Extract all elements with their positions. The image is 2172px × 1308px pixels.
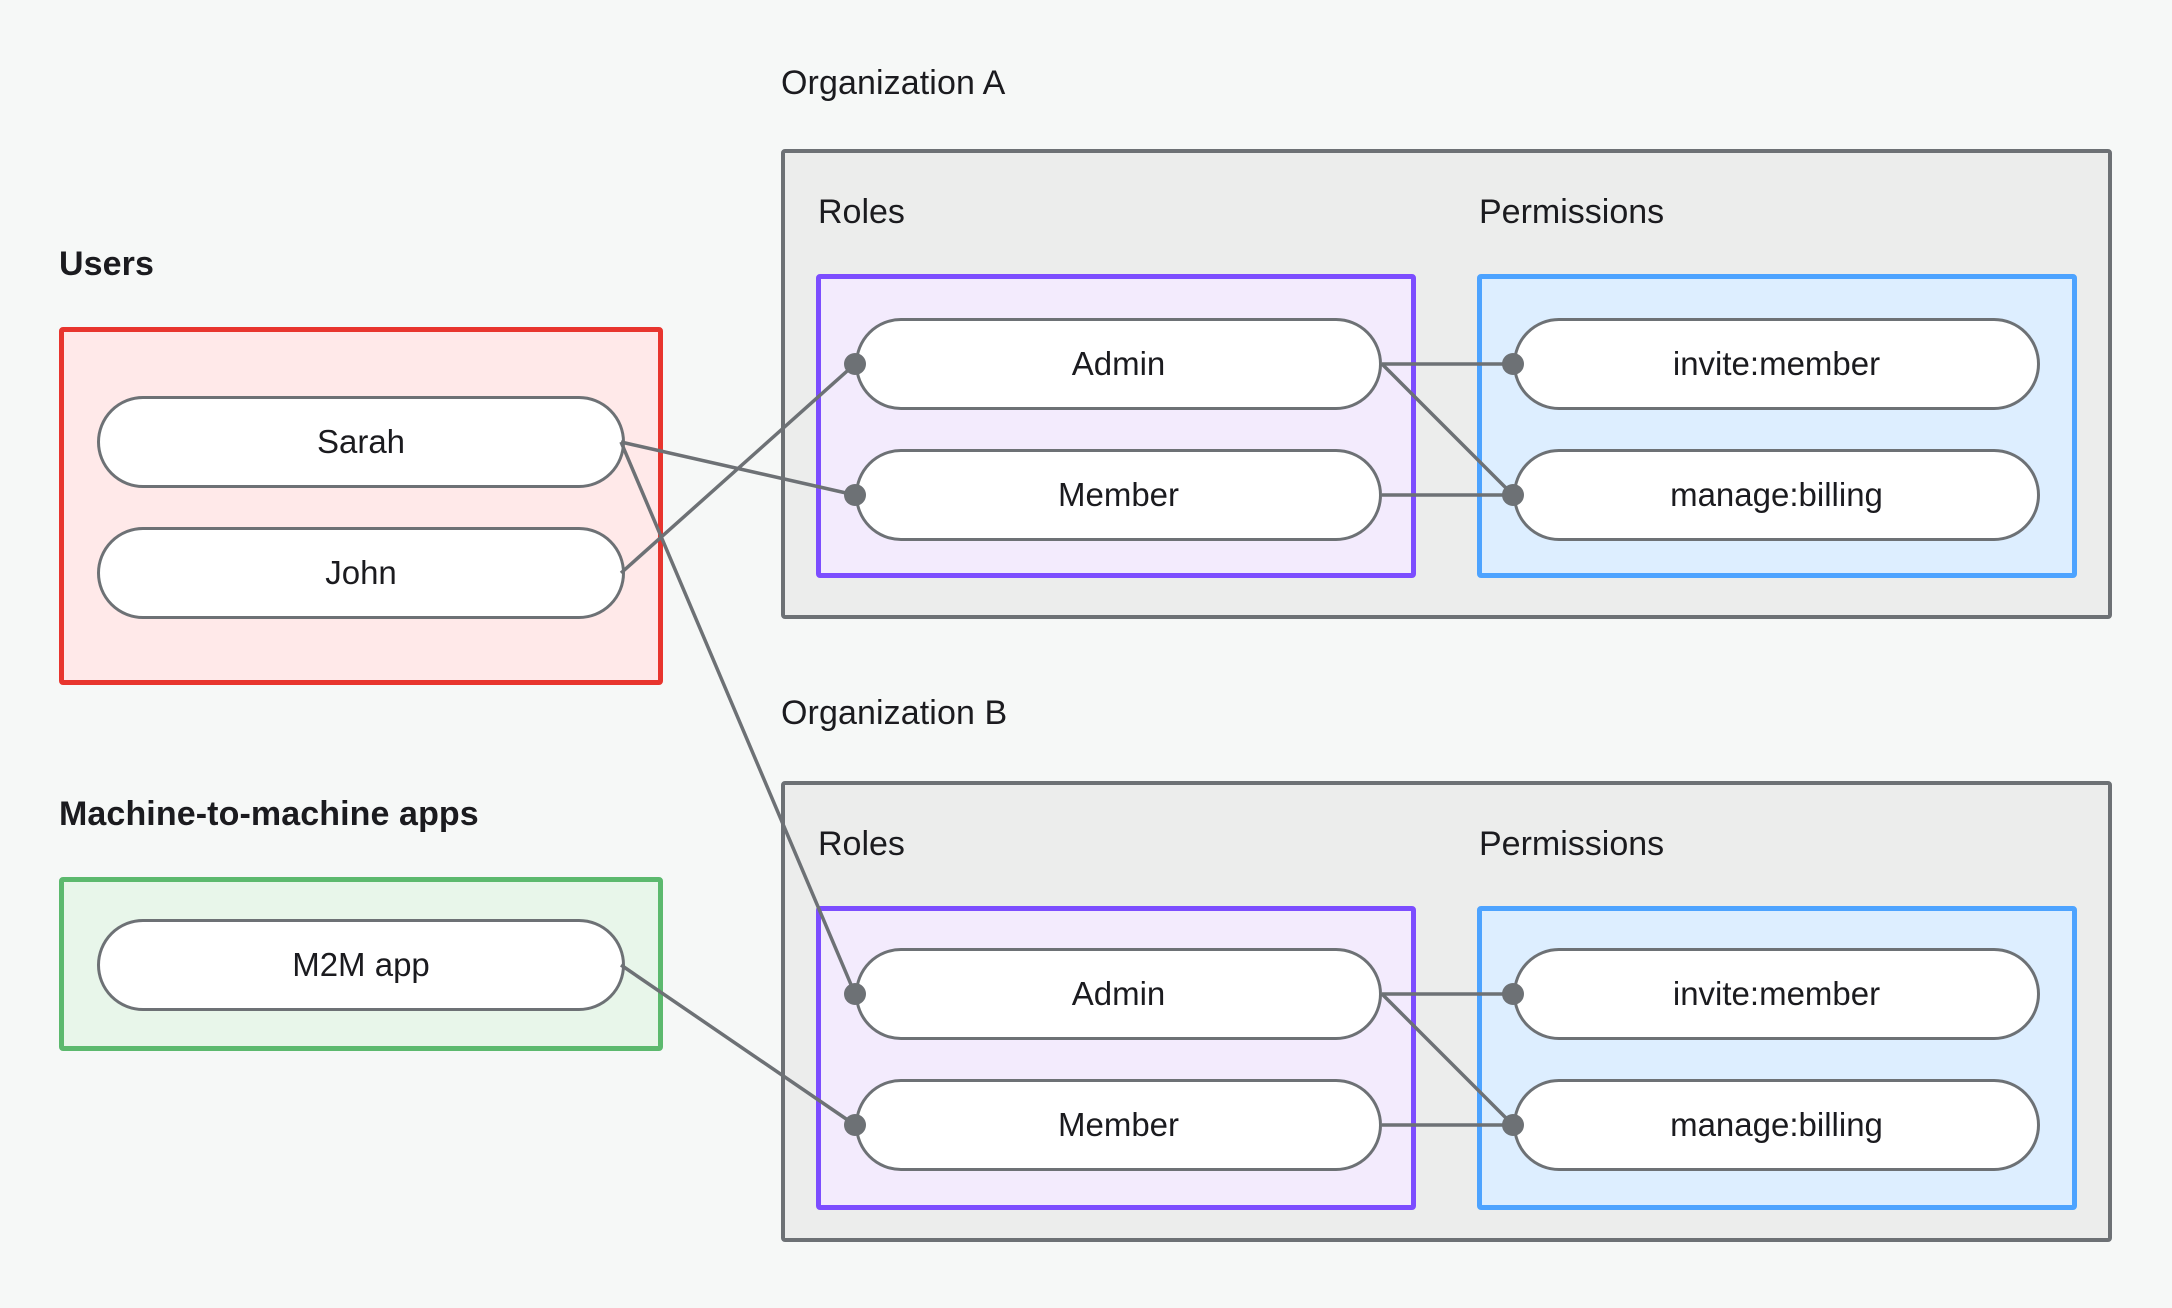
- m2m-group-title: Machine-to-machine apps: [59, 795, 479, 833]
- org-b-permission-invite-member[interactable]: invite:member: [1513, 948, 2040, 1040]
- user-node-john[interactable]: John: [97, 527, 625, 619]
- users-group-box: [59, 327, 663, 685]
- organization-a-title: Organization A: [781, 64, 1006, 102]
- org-a-roles-title: Roles: [818, 193, 905, 231]
- org-a-role-member[interactable]: Member: [855, 449, 1382, 541]
- org-a-permission-invite-member[interactable]: invite:member: [1513, 318, 2040, 410]
- org-a-role-admin[interactable]: Admin: [855, 318, 1382, 410]
- org-b-permission-manage-billing[interactable]: manage:billing: [1513, 1079, 2040, 1171]
- organization-b-title: Organization B: [781, 694, 1008, 732]
- org-b-permissions-title: Permissions: [1479, 825, 1665, 863]
- user-node-sarah[interactable]: Sarah: [97, 396, 625, 488]
- org-b-role-admin[interactable]: Admin: [855, 948, 1382, 1040]
- org-a-permissions-title: Permissions: [1479, 193, 1665, 231]
- org-b-role-member[interactable]: Member: [855, 1079, 1382, 1171]
- m2m-node-app[interactable]: M2M app: [97, 919, 625, 1011]
- org-b-roles-title: Roles: [818, 825, 905, 863]
- users-group-title: Users: [59, 245, 155, 283]
- org-a-permission-manage-billing[interactable]: manage:billing: [1513, 449, 2040, 541]
